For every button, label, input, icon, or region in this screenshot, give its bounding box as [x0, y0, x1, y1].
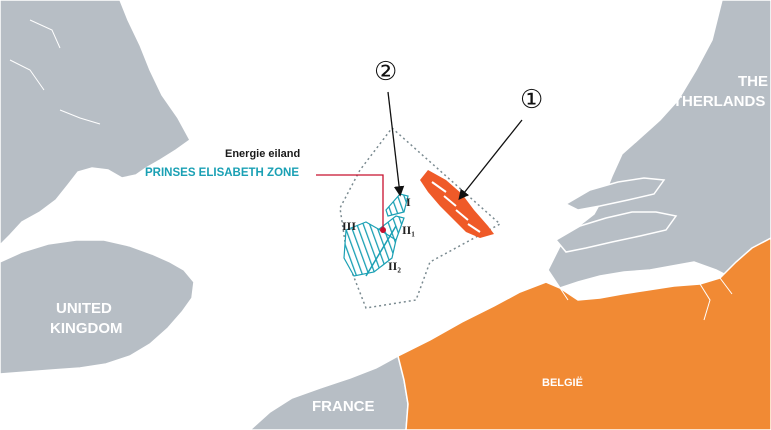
lot-2-1-label: II₁: [402, 223, 415, 237]
netherlands-islands: [554, 211, 678, 253]
uk-label-1: UNITED: [56, 300, 112, 317]
callout-2-arrow: [387, 91, 405, 197]
lot-2-2-label: II₂: [388, 259, 401, 273]
zone-name-label: PRINSES ELISABETH ZONE: [145, 167, 299, 179]
zone-lot-2-2-3: [343, 221, 397, 277]
belgian-eez-boundary: [339, 126, 502, 309]
uk-coast-detail: [9, 19, 101, 125]
energy-island-leader: [316, 174, 384, 230]
netherlands-label-2: NETHERLANDS: [652, 93, 765, 110]
callout-1-arrow: [458, 119, 523, 201]
callout-2: ②: [374, 57, 397, 87]
belgium-landmass: [397, 237, 771, 430]
belgium-label: BELGIË: [542, 376, 583, 389]
uk-landmass-south: [0, 239, 195, 375]
netherlands-label-1: THE: [738, 73, 768, 90]
existing-wind-farms-detail: [431, 181, 481, 233]
energy-island-label: Energie eiland: [225, 148, 300, 160]
zone-divider: [365, 225, 397, 277]
france-landmass: [248, 354, 409, 430]
uk-label-2: KINGDOM: [50, 320, 123, 337]
energy-island-marker: [380, 227, 386, 233]
france-label: FRANCE: [312, 398, 375, 415]
netherlands-islands-2: [564, 177, 666, 211]
belgium-border-detail: [559, 277, 733, 321]
existing-wind-farms: [420, 170, 494, 238]
lot-3-label: III: [342, 219, 356, 233]
zone-lot-1: [385, 193, 409, 217]
netherlands-landmass: [547, 0, 771, 289]
lot-1-label: I: [406, 195, 411, 209]
callout-1: ①: [520, 85, 543, 115]
